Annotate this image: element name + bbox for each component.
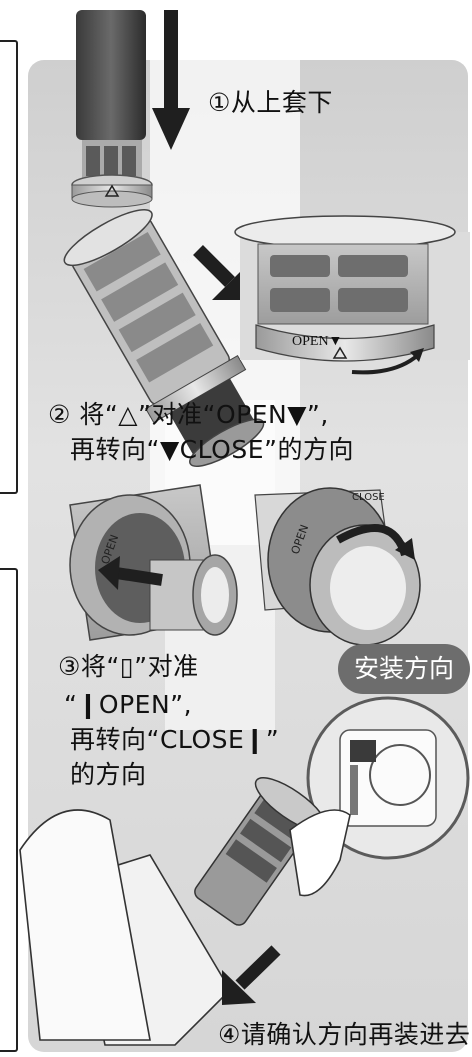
page-frame-bottom <box>0 568 18 1052</box>
step2-diagonal-arrow <box>193 245 244 300</box>
step2-caption-line2: 再转向“▼CLOSE”的方向 <box>70 435 354 464</box>
step2-ring-closeup <box>234 215 470 375</box>
open-ring-label: OPEN▼ <box>292 334 342 349</box>
step4-caption: ④请确认方向再装进去 <box>218 1020 471 1049</box>
step3-caption-line1: ③将“▯”对准 <box>58 652 199 681</box>
step1-down-arrow <box>152 10 190 150</box>
step3-housing-right <box>254 487 421 646</box>
step3-housing-left <box>69 484 238 641</box>
step2-caption-line1: ② 将“△”对准“OPEN▼”, <box>48 400 329 429</box>
step2-filter-tilted <box>63 209 265 467</box>
step3-caption-line4: 的方向 <box>70 760 147 789</box>
step4-vacuum-body <box>19 809 232 1046</box>
step3-push-arrow <box>98 556 163 590</box>
step4-hand-right <box>289 809 351 897</box>
step4-insert-arrow <box>222 945 281 1005</box>
page-frame-top <box>0 40 18 494</box>
install-direction-badge: 安装方向 <box>338 644 470 694</box>
step1-filter-illustration <box>71 10 153 208</box>
step3-caption-line2: “❙OPEN”, <box>64 690 193 719</box>
step1-caption: ①从上套下 <box>208 88 333 117</box>
step3-caption-line3: 再转向“CLOSE❙” <box>70 725 280 754</box>
close-side-label: CLOSE <box>352 492 385 503</box>
